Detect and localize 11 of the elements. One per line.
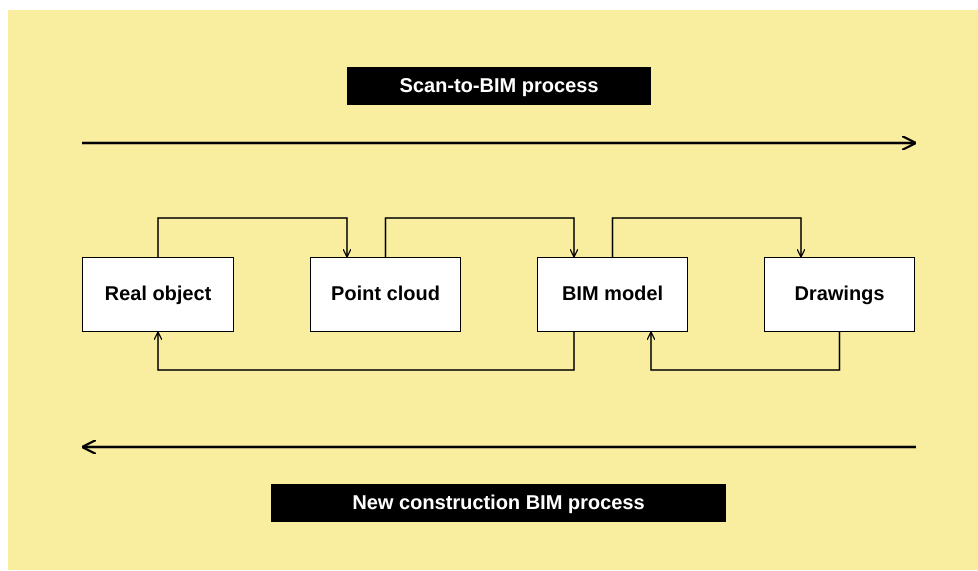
process-banner: New construction BIM process	[271, 484, 726, 522]
process-box: BIM model	[537, 257, 688, 332]
process-box: Point cloud	[310, 257, 461, 332]
arrow	[612, 217, 806, 258]
process-box: Real object	[82, 257, 234, 332]
arrow	[153, 331, 575, 371]
arrow	[646, 331, 840, 371]
process-box: Drawings	[764, 257, 915, 332]
process-banner: Scan-to-BIM process	[347, 67, 651, 105]
arrow	[157, 217, 352, 258]
arrow	[384, 217, 579, 258]
